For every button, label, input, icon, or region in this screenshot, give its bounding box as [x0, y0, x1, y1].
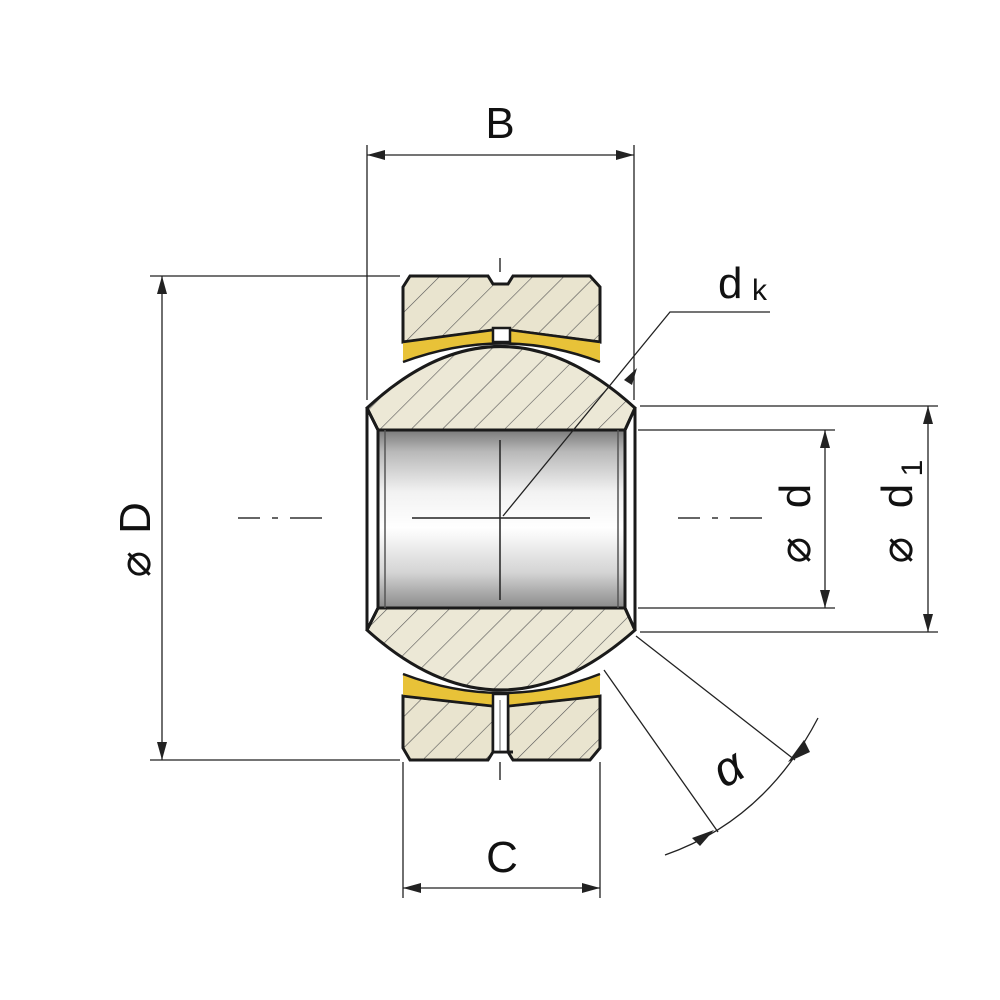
- liner-top-outline: [402, 328, 601, 364]
- label-D-diameter-symbol: ⌀: [111, 551, 160, 578]
- label-B: B: [485, 99, 514, 148]
- label-d: d: [771, 484, 820, 508]
- label-C: C: [486, 833, 518, 882]
- label-d1-diameter-symbol: ⌀: [873, 537, 922, 564]
- label-D-group: ⌀ D: [111, 502, 160, 577]
- lube-hole-top: [491, 326, 512, 344]
- liner-top: [403, 330, 600, 362]
- label-d1-subscript: 1: [896, 460, 929, 477]
- inner-ring-top: [365, 345, 637, 432]
- liner-bottom: [403, 674, 600, 706]
- label-d1: d: [873, 484, 922, 508]
- label-alpha: α: [703, 738, 755, 798]
- label-dk: d: [718, 259, 742, 308]
- inner-ring-bottom: [365, 606, 637, 692]
- bore: [378, 430, 625, 608]
- label-d-group: ⌀ d: [771, 484, 820, 563]
- label-d1-group: ⌀ d 1: [873, 460, 929, 564]
- bore-outline: [365, 407, 637, 631]
- label-dk-subscript: k: [752, 274, 768, 307]
- label-d-diameter-symbol: ⌀: [771, 537, 820, 564]
- label-D: D: [111, 502, 160, 534]
